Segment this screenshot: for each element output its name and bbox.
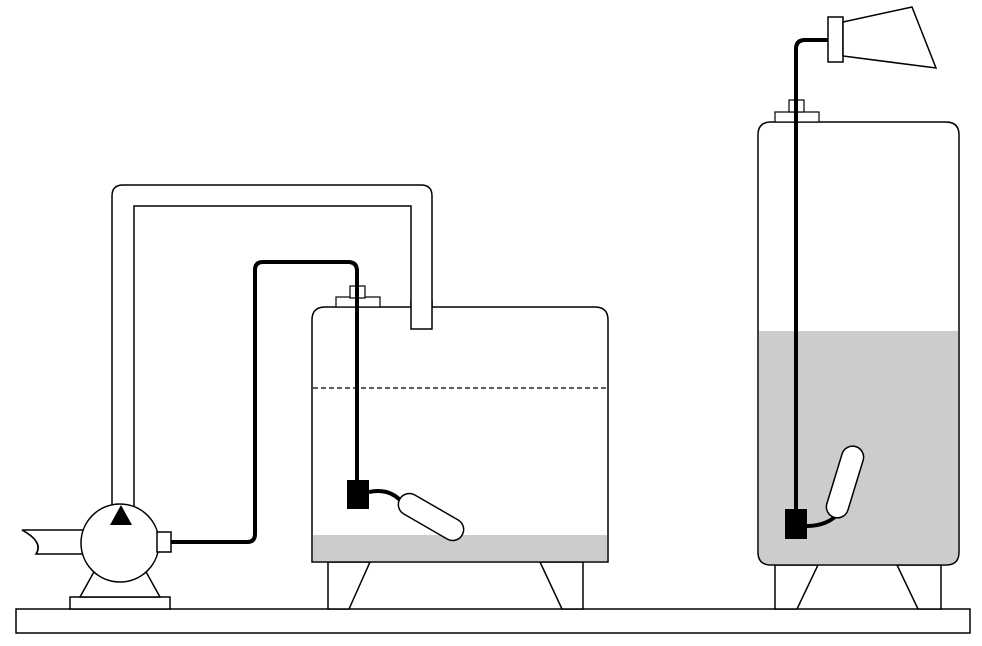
left-float-cable [368,489,402,502]
left-tank-leg-right [538,561,584,610]
horn-mount [827,16,844,63]
left-tank-leg-left [327,561,372,610]
suction-pipe [21,529,85,555]
pump-foot [69,596,171,610]
horn-bell [842,6,938,69]
left-tank-body [311,306,609,563]
base-plate [15,608,971,634]
pump-direction-arrow-icon [110,505,132,525]
return-pipe-inlet [411,300,432,329]
right-float-weight [785,509,807,539]
right-float-body [825,445,865,519]
horn-cable [794,38,828,510]
left-float-body [397,492,465,542]
left-tank-liquid [313,535,607,561]
return-pipe-inlet-edge [410,300,433,330]
pump-cable [171,260,359,544]
pipe-cut-mark [21,529,39,555]
right-tank-leg-right [895,564,942,610]
left-float-weight [347,480,369,509]
pump-outlet-flange [156,531,172,553]
alarm-horn-icon [827,6,938,69]
left-float-switch [347,480,465,542]
right-float-switch [785,445,865,539]
right-tank-leg-left [774,564,820,610]
pump [69,503,172,610]
